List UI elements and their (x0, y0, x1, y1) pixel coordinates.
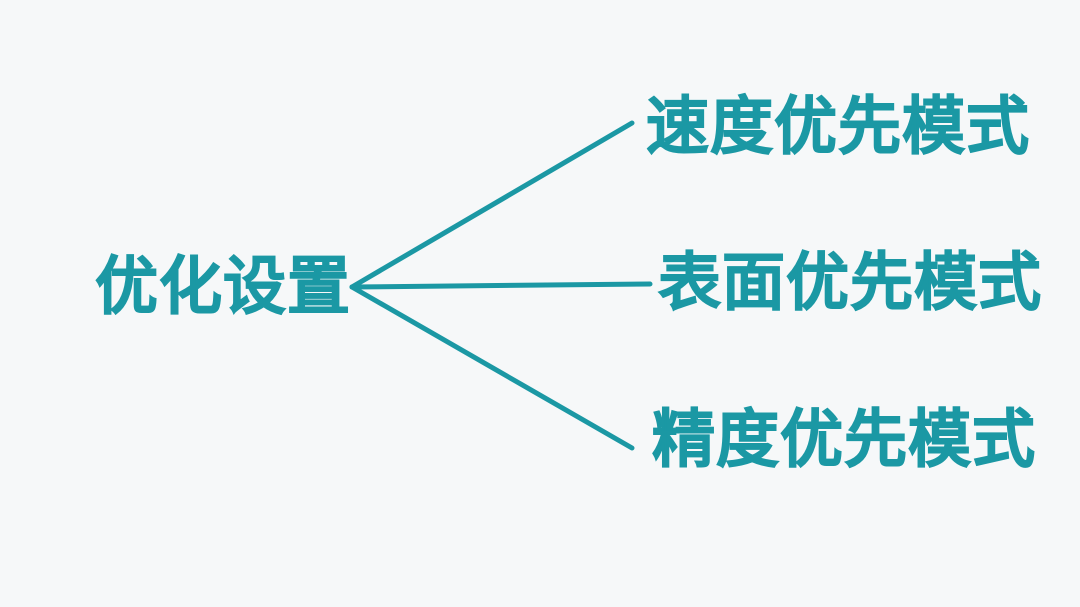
connector-line-top (349, 120, 635, 290)
branch-node-label-surface: 表面优先模式 (658, 248, 1042, 318)
branch-node-label-precision: 精度优先模式 (652, 405, 1036, 475)
connector-line-bottom (349, 284, 635, 451)
connector-line-middle (349, 281, 653, 290)
branch-node-label-speed: 速度优先模式 (646, 92, 1030, 162)
root-node-label: 优化设置 (95, 252, 351, 322)
